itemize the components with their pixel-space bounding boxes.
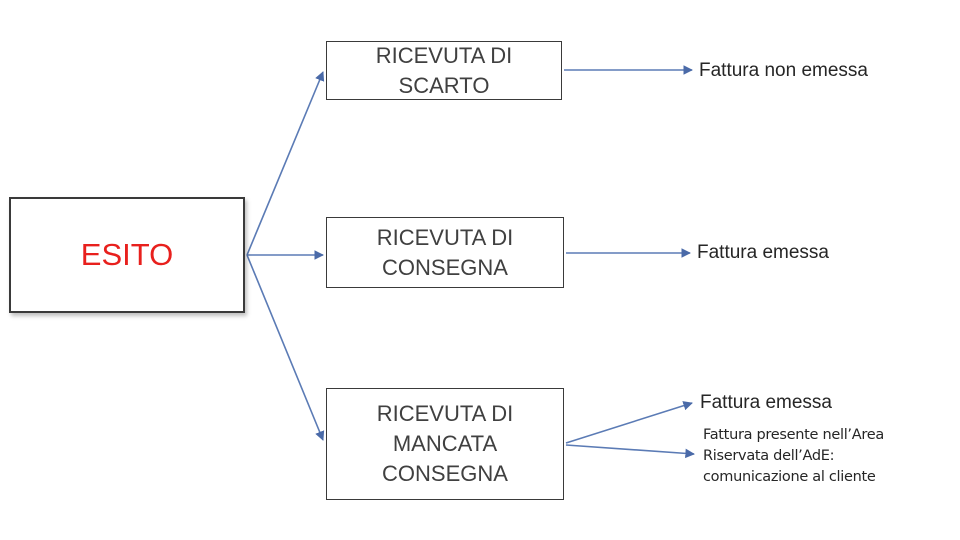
result-scarto: Fattura non emessa: [699, 60, 868, 81]
result-mancata-consegna-note: Fattura presente nell’Area Riservata del…: [703, 427, 884, 485]
arrow-esito-to-mancata: [246, 254, 325, 441]
arrow-mancata-to-result: [565, 401, 693, 444]
receipt-box-scarto: RICEVUTA DI SCARTO: [326, 41, 562, 100]
receipt-label-consegna: RICEVUTA DI CONSEGNA: [376, 224, 514, 280]
esito-label: ESITO: [80, 237, 174, 272]
receipt-box-consegna: RICEVUTA DI CONSEGNA: [326, 217, 564, 288]
result-consegna: Fattura emessa: [697, 242, 829, 263]
arrow-esito-to-scarto: [246, 71, 325, 256]
arrow-mancata-to-note: [565, 444, 695, 459]
receipt-label-mancata-consegna: RICEVUTA DI MANCATA CONSEGNA: [376, 401, 514, 486]
receipt-label-scarto: RICEVUTA DI SCARTO: [375, 42, 513, 98]
esito-box: ESITO: [9, 197, 245, 313]
result-mancata-consegna: Fattura emessa: [700, 392, 832, 413]
receipt-box-mancata-consegna: RICEVUTA DI MANCATA CONSEGNA: [326, 388, 564, 500]
